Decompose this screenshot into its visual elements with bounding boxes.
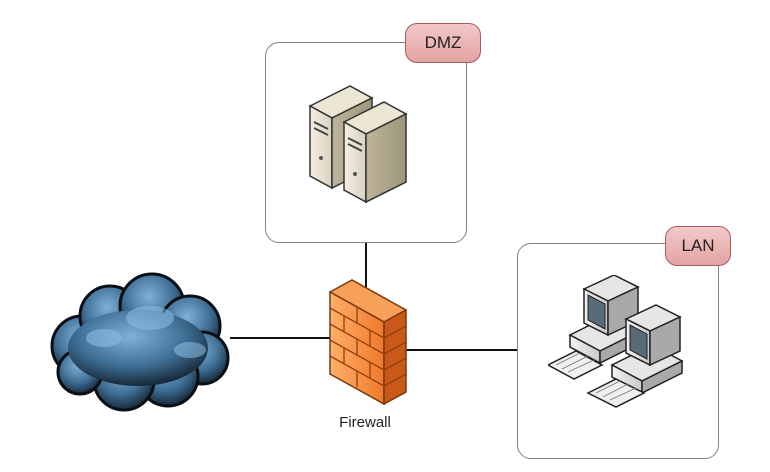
dmz-zone-label: DMZ (405, 23, 481, 63)
firewall-label: Firewall (339, 414, 391, 431)
workstation-icon (548, 275, 684, 408)
firewall-icon (328, 279, 408, 406)
cloud-icon (50, 272, 230, 412)
lan-zone-label: LAN (665, 226, 731, 266)
server-icon (308, 85, 408, 204)
